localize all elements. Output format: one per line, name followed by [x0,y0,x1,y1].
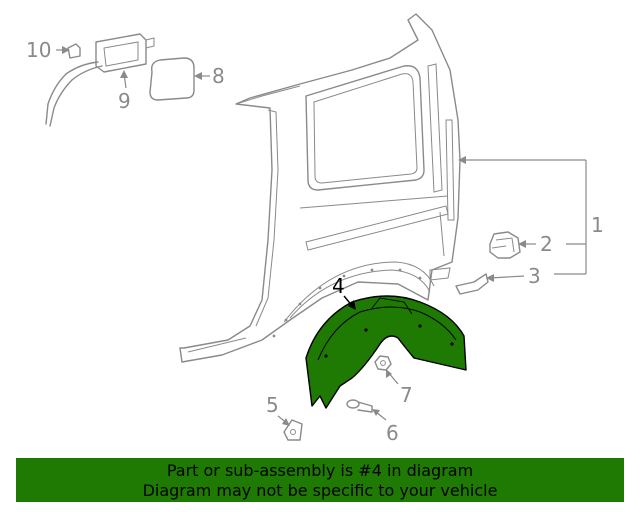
nut-part-7[interactable] [374,355,392,371]
callout-9: 9 [118,89,131,113]
callout-5: 5 [266,393,279,417]
banner-line-2: Diagram may not be specific to your vehi… [142,481,498,500]
wheelhouse-liner[interactable] [305,295,467,409]
callout-3: 3 [528,264,541,288]
parts-diagram: 1 2 3 4 5 6 7 8 9 10 [26,13,604,445]
info-banner: Part or sub-assembly is #4 in diagram Di… [16,458,624,502]
callout-6: 6 [386,421,399,445]
callout-4: 4 [332,274,345,298]
clip-part-5[interactable] [283,419,303,441]
quarter-panel [179,13,461,363]
callout-2: 2 [540,232,553,256]
fuel-door-part-8[interactable] [149,57,195,101]
callout-1: 1 [591,213,604,237]
callout-8: 8 [212,64,225,88]
banner-line-1: Part or sub-assembly is #4 in diagram [166,461,474,480]
leader-lines [56,46,587,426]
push-pin-part-6[interactable] [346,399,373,413]
callout-7: 7 [400,383,413,407]
bracket-part-3[interactable] [455,273,489,295]
callout-10: 10 [26,38,51,62]
bracket-part-2[interactable] [489,231,521,259]
connector-part-10[interactable] [67,43,81,59]
fuel-housing-part-9[interactable] [45,33,155,127]
